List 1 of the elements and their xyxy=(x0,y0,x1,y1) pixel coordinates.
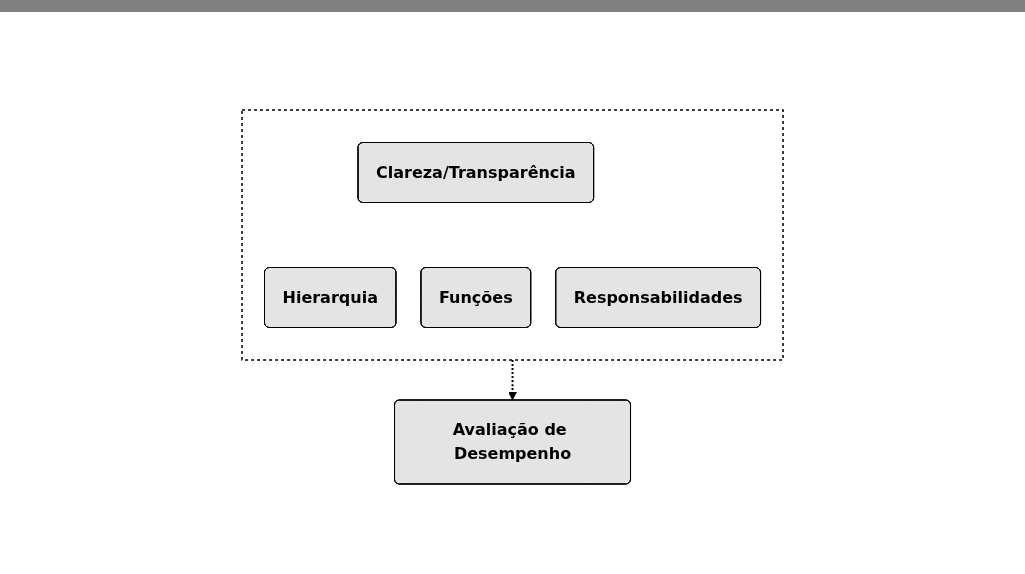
cluster xyxy=(241,109,784,361)
